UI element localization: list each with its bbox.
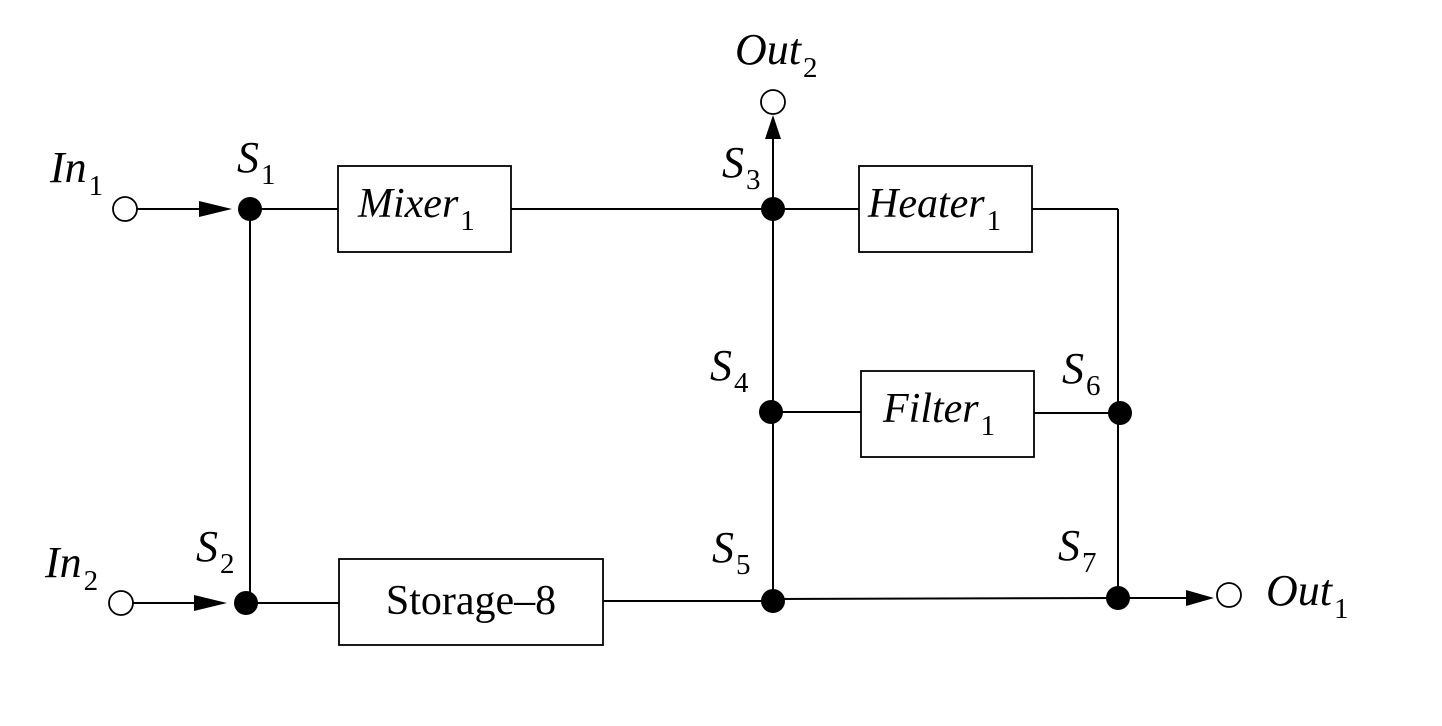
component-storage: Storage–8 xyxy=(338,558,604,646)
s5-label: S5 xyxy=(712,523,751,581)
out1-label: Out1 xyxy=(1266,566,1349,625)
s3-label: S3 xyxy=(722,138,761,196)
junction-s2-node xyxy=(234,591,258,615)
out1-port xyxy=(1216,582,1242,608)
mixer-box xyxy=(337,165,512,253)
junction-s3-node xyxy=(761,197,785,221)
component-mixer: Mixer1 xyxy=(337,165,512,253)
arrow-in1-icon xyxy=(199,201,232,217)
in2-label: In2 xyxy=(44,538,98,597)
out2-label: Out2 xyxy=(735,25,818,84)
in1-port xyxy=(112,196,138,222)
in2-port xyxy=(108,590,134,616)
wire-s5-s7 xyxy=(772,597,1119,600)
arrow-out1-icon xyxy=(1186,590,1214,606)
junction-s1-node xyxy=(238,197,262,221)
component-heater: Heater1 xyxy=(858,165,1033,253)
heater-label: Heater1 xyxy=(867,181,1001,237)
junction-nodes xyxy=(234,197,1132,615)
s7-label: S7 xyxy=(1058,521,1097,579)
storage-label: Storage–8 xyxy=(386,578,556,624)
junction-s4-node xyxy=(759,400,783,424)
filter-box xyxy=(860,370,1035,458)
s1-label: S1 xyxy=(237,133,276,191)
arrow-out2-icon xyxy=(765,115,781,139)
arrow-in2-icon xyxy=(194,595,227,611)
storage-box xyxy=(338,558,604,646)
heater-box xyxy=(858,165,1033,253)
terminal-ports xyxy=(108,89,1242,616)
s4-label: S4 xyxy=(710,341,749,399)
filter-label: Filter1 xyxy=(882,386,995,442)
in1-label: In1 xyxy=(49,143,103,202)
flow-arrows xyxy=(194,115,1214,611)
junction-s7-node xyxy=(1106,586,1130,610)
s6-label: S6 xyxy=(1062,344,1101,402)
component-filter: Filter1 xyxy=(860,370,1035,458)
terminal-labels: In1 In2 Out2 Out1 xyxy=(44,25,1349,625)
mixer-label: Mixer1 xyxy=(357,181,475,237)
out2-port xyxy=(760,89,786,115)
s2-label: S2 xyxy=(196,522,235,580)
junction-labels: S1 S2 S3 S4 S5 S6 S7 xyxy=(196,133,1101,581)
junction-s5-node xyxy=(761,589,785,613)
junction-s6-node xyxy=(1108,401,1132,425)
